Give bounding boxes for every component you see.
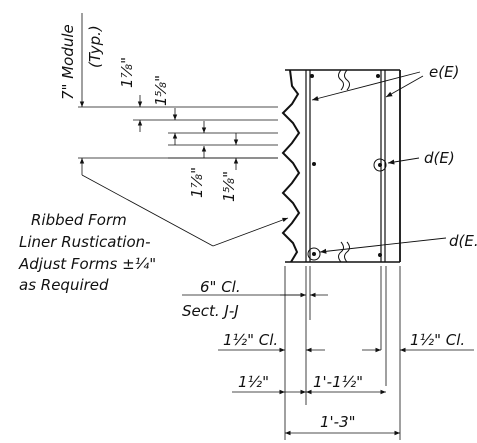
dim-1-3-label: 1'-3" [320,413,356,431]
module-label: 7" Module [59,24,77,100]
d-upper-callout-label: d(E) [424,149,455,167]
dim-1-5-label: 1½" [238,373,269,391]
note-line-3: Adjust Forms ±¼" [18,255,156,273]
bottom-gap-dimension: 1⅝" [220,171,238,202]
top-break-symbol-2 [344,69,350,91]
callouts: e(E) d(E) d(E. [311,63,477,254]
bar-dot [312,162,316,166]
rib-dimensions: 1⅞" 1⅝" 1⅞" 1⅝" [118,57,278,202]
clear-left-label: 1½" Cl. [223,331,278,349]
top-gap-dimension: 1⅝" [152,75,170,106]
d-upper-leader-line [387,157,420,165]
wall-section [281,69,401,263]
bottom-break-symbol-2 [344,241,350,263]
e-callout-label: e(E) [429,63,459,81]
bar-dot [378,253,382,257]
top-break-symbol [338,69,344,91]
note-line-1: Ribbed Form [31,211,127,229]
dim-1-1-5-label: 1'-1½" [313,373,363,391]
bar-circle-marker [307,247,321,261]
overall-thickness-dimension: 1'-3" [285,413,400,436]
bottom-rib-dimension: 1⅞" [188,167,206,198]
bottom-break-symbol [338,241,344,263]
e-leader-line [311,71,421,101]
note-leader-arrow [212,217,289,247]
e-leader-line-2 [385,75,424,98]
note-line-4: as Required [19,276,109,294]
bar-spacing-dimensions: 1½" 1'-1½" [232,373,386,395]
note-line-2: Liner Rustication- [19,233,151,251]
section-label: Sect. J-J [182,302,239,320]
bar-dot [310,74,314,78]
clear-6-dimension: 6" Cl. Sect. J-J [182,278,328,320]
bar-dot [312,252,316,256]
ribbed-form-liner-face [281,69,301,263]
bar-circle-marker [373,158,387,172]
clear-1-5-dimensions: 1½" Cl. 1½" Cl. [218,331,474,353]
d-lower-leader-line [319,237,447,254]
bar-dot [376,74,380,78]
rustication-note: Ribbed Form Liner Rustication- Adjust Fo… [18,211,156,294]
bar-dot [378,163,382,167]
d-lower-callout-label: d(E. [449,232,477,250]
module-typ-label: (Typ.) [86,25,104,68]
top-rib-dimension: 1⅞" [118,57,136,88]
clear-6-label: 6" Cl. [200,278,241,296]
note-leader-line [81,174,214,247]
clear-right-label: 1½" Cl. [410,331,465,349]
